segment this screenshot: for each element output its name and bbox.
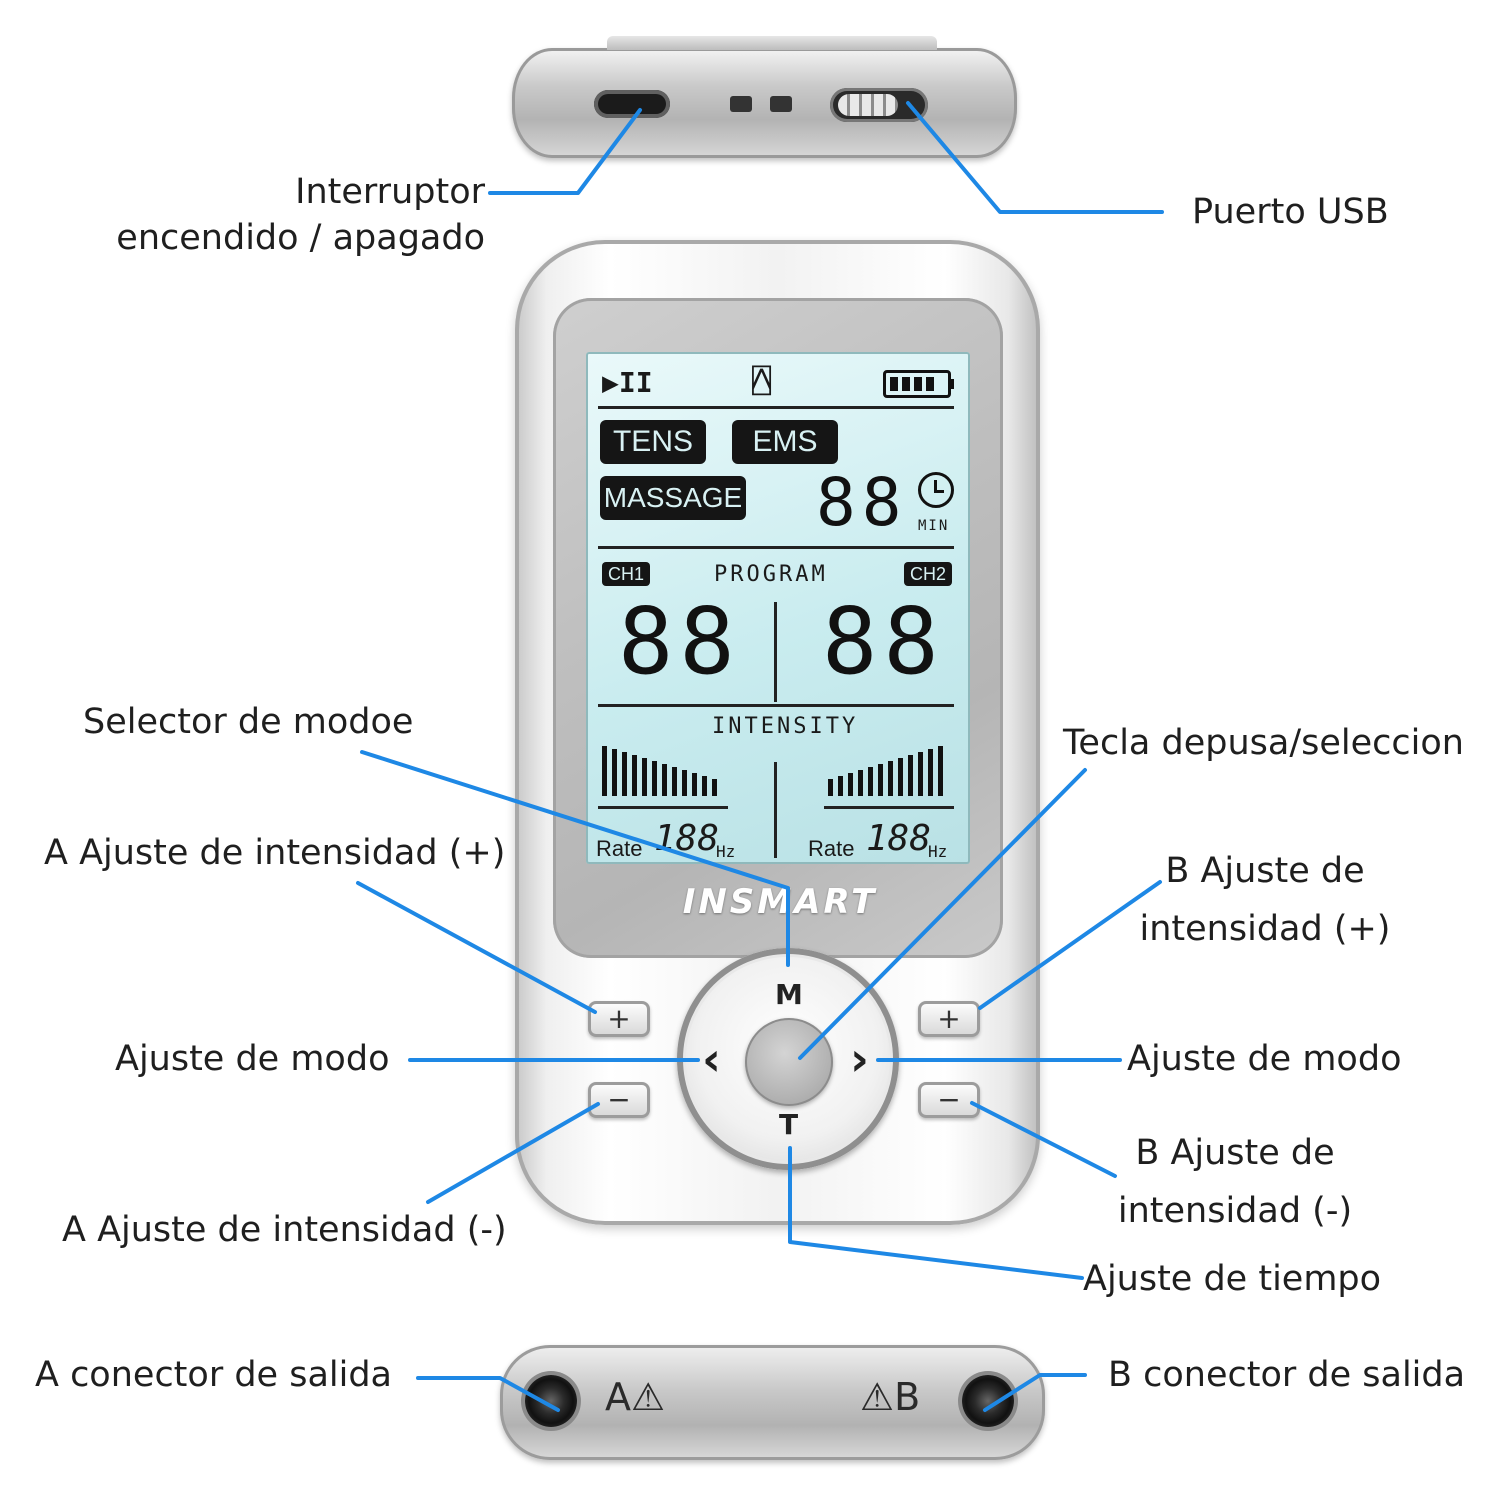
intensity-bar-ch2 xyxy=(888,761,893,796)
indicator-led xyxy=(770,96,792,112)
lcd-divider xyxy=(774,762,777,858)
b-intensity-minus-button[interactable]: − xyxy=(918,1082,980,1118)
device-bottom-view: A⚠ ⚠B xyxy=(500,1345,1045,1460)
timer-value: 88 xyxy=(816,464,908,541)
mode-ems: EMS xyxy=(732,420,838,464)
intensity-label: INTENSITY xyxy=(712,714,859,739)
callout-power-switch-line1: Interruptor xyxy=(295,172,485,212)
rate-value-ch2: 188 xyxy=(866,818,932,859)
pause-select-button[interactable] xyxy=(745,1018,833,1106)
callout-a-intensity-minus: A Ajuste de intensidad (-) xyxy=(62,1210,507,1250)
intensity-bar-ch2 xyxy=(928,749,933,796)
jack-a-label: A⚠ xyxy=(605,1375,666,1419)
intensity-bar-ch1 xyxy=(642,758,647,796)
lcd-divider xyxy=(598,546,954,549)
callout-mode-adjust-left: Ajuste de modo xyxy=(115,1039,390,1079)
intensity-bar-ch1 xyxy=(612,749,617,796)
intensity-bar-ch1 xyxy=(662,764,667,796)
output-jack-b xyxy=(962,1375,1014,1427)
rate-unit-ch2: Hz xyxy=(928,842,948,861)
intensity-bar-ch1 xyxy=(602,746,607,796)
intensity-bar-ch1 xyxy=(692,773,697,796)
ch1-badge: CH1 xyxy=(602,562,650,586)
intensity-bar-ch2 xyxy=(868,767,873,796)
callout-a-intensity-plus: A Ajuste de intensidad (+) xyxy=(44,833,506,873)
timer-unit: MIN xyxy=(918,518,950,534)
intensity-bar-ch1 xyxy=(672,767,677,796)
callout-a-output-connector: A conector de salida xyxy=(35,1355,393,1395)
intensity-bar-ch2 xyxy=(858,770,863,796)
callout-b-intensity-plus-line2: intensidad (+) xyxy=(1139,908,1391,949)
rate-label-ch1: Rate xyxy=(596,836,643,861)
callout-b-intensity-minus-line1: B Ajuste de xyxy=(1135,1133,1335,1173)
a-intensity-plus-button[interactable]: + xyxy=(588,1001,650,1037)
intensity-bar-ch1 xyxy=(682,770,687,796)
usb-port xyxy=(594,90,670,118)
intensity-bar-ch2 xyxy=(838,776,843,796)
jack-b-label: ⚠B xyxy=(860,1375,921,1419)
timer-icon xyxy=(918,472,954,508)
program-ch2-value: 88 xyxy=(822,588,945,695)
intensity-bar-ch2 xyxy=(938,746,943,796)
callout-b-output-connector: B conector de salida xyxy=(1108,1355,1466,1395)
program-ch1-value: 88 xyxy=(618,588,741,695)
dpad-time-down[interactable]: T xyxy=(779,1108,799,1141)
indicator-led xyxy=(730,96,752,112)
top-rim xyxy=(607,36,937,50)
power-switch[interactable] xyxy=(830,88,928,122)
intensity-bar-ch1 xyxy=(622,752,627,796)
callout-b-intensity-plus-line1: B Ajuste de xyxy=(1165,851,1365,891)
lock-icon: ⍓ xyxy=(752,362,772,400)
callout-usb-port: Puerto USB xyxy=(1192,192,1389,232)
a-intensity-minus-button[interactable]: − xyxy=(588,1082,650,1118)
dpad-mode-up[interactable]: M xyxy=(775,978,803,1011)
lcd-screen: ▶II ⍓ TENS EMS MASSAGE 88 MIN CH1 PROGRA… xyxy=(586,352,970,864)
lcd-divider xyxy=(774,602,777,702)
lcd-divider xyxy=(598,806,728,809)
output-jack-a xyxy=(525,1375,577,1427)
intensity-bar-ch1 xyxy=(712,779,717,796)
intensity-bar-ch2 xyxy=(898,758,903,796)
program-label: PROGRAM xyxy=(714,562,828,587)
battery-icon xyxy=(883,370,954,398)
callout-pause-select-key: Tecla depusa/seleccion xyxy=(1063,723,1464,763)
device-top-view xyxy=(512,36,1017,158)
chevron-left-icon[interactable]: ‹ xyxy=(702,1032,721,1086)
intensity-bar-ch1 xyxy=(632,755,637,796)
intensity-bar-ch2 xyxy=(878,764,883,796)
intensity-bar-ch2 xyxy=(908,755,913,796)
callout-time-adjust: Ajuste de tiempo xyxy=(1083,1259,1382,1299)
callout-mode-adjust-right: Ajuste de modo xyxy=(1127,1039,1402,1079)
power-switch-knob[interactable] xyxy=(838,94,898,116)
rate-unit-ch1: Hz xyxy=(716,842,736,861)
play-pause-icon: ▶II xyxy=(602,366,653,399)
intensity-bar-ch1 xyxy=(652,761,657,796)
mode-massage: MASSAGE xyxy=(600,476,746,520)
rate-value-ch1: 188 xyxy=(654,818,720,859)
mode-tens: TENS xyxy=(600,420,706,464)
intensity-bar-ch2 xyxy=(848,773,853,796)
callout-b-intensity-minus-line2: intensidad (-) xyxy=(1117,1190,1353,1231)
rate-label-ch2: Rate xyxy=(808,836,855,861)
ch2-badge: CH2 xyxy=(904,562,952,586)
intensity-bar-ch2 xyxy=(918,752,923,796)
brand-logo: INSMART xyxy=(682,882,878,922)
intensity-bar-ch1 xyxy=(702,776,707,796)
callout-power-switch-line2: encendido / apagado xyxy=(116,217,485,258)
lcd-divider xyxy=(598,406,954,409)
callout-b-intensity-minus: B Ajuste de intensidad (-) xyxy=(1075,1125,1395,1241)
callout-power-switch: Interruptor encendido / apagado xyxy=(95,170,485,261)
b-intensity-plus-button[interactable]: + xyxy=(918,1001,980,1037)
callout-mode-selector: Selector de modoe xyxy=(83,702,414,742)
lcd-divider xyxy=(824,806,954,809)
chevron-right-icon[interactable]: › xyxy=(850,1032,869,1086)
lcd-divider xyxy=(598,704,954,707)
intensity-bar-ch2 xyxy=(828,779,833,796)
callout-b-intensity-plus: B Ajuste de intensidad (+) xyxy=(1115,843,1415,959)
